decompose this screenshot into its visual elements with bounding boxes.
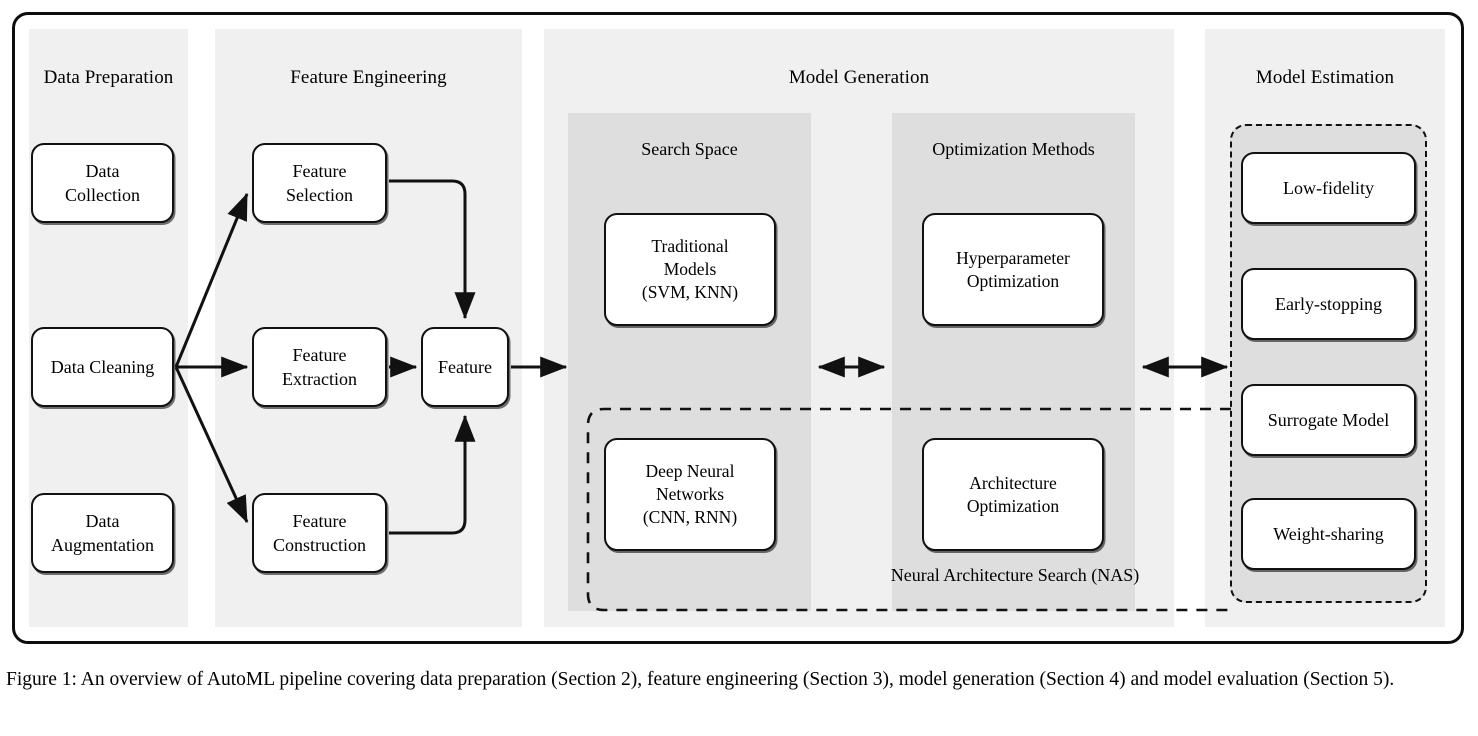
node-weight-sharing[interactable]: Weight-sharing <box>1241 498 1416 570</box>
node-feature[interactable]: Feature <box>421 327 509 407</box>
node-data-collection[interactable]: Data Collection <box>31 143 174 223</box>
node-traditional-models[interactable]: Traditional Models (SVM, KNN) <box>604 213 776 326</box>
node-label-surrogate-model: Surrogate Model <box>1267 410 1390 430</box>
sub-panel-title-search-space: Search Space <box>641 139 738 159</box>
node-label-feature-extraction: Feature Extraction <box>282 345 357 389</box>
nas-region-label: Neural Architecture Search (NAS) <box>890 565 1140 585</box>
node-feature-construction[interactable]: Feature Construction <box>252 493 387 573</box>
node-label-weight-sharing: Weight-sharing <box>1273 524 1384 544</box>
node-label-architecture-optimization: Architecture Optimization <box>966 472 1060 516</box>
node-early-stopping[interactable]: Early-stopping <box>1241 268 1416 340</box>
node-label-feature-selection: Feature Selection <box>286 161 353 205</box>
node-architecture-optimization[interactable]: Architecture Optimization <box>922 438 1104 551</box>
stage-title-model-generation: Model Generation <box>788 67 930 88</box>
sub-panel-title-optimization-methods: Optimization Methods <box>932 139 1095 159</box>
node-label-deep-neural-networks: Deep Neural Networks (CNN, RNN) <box>642 461 738 527</box>
node-label-hyperparameter-optimization: Hyperparameter Optimization <box>956 247 1070 291</box>
stage-title-data-preparation: Data Preparation <box>43 67 174 88</box>
node-surrogate-model[interactable]: Surrogate Model <box>1241 384 1416 456</box>
node-label-early-stopping: Early-stopping <box>1275 294 1382 314</box>
node-label-feature-construction: Feature Construction <box>273 511 366 555</box>
node-label-feature: Feature <box>438 357 492 377</box>
node-feature-extraction[interactable]: Feature Extraction <box>252 327 387 407</box>
node-deep-neural-networks[interactable]: Deep Neural Networks (CNN, RNN) <box>604 438 776 551</box>
node-hyperparameter-optimization[interactable]: Hyperparameter Optimization <box>922 213 1104 326</box>
node-label-data-augmentation: Data Augmentation <box>51 511 154 555</box>
node-label-low-fidelity: Low-fidelity <box>1283 178 1374 198</box>
node-data-augmentation[interactable]: Data Augmentation <box>31 493 174 573</box>
node-label-data-cleaning: Data Cleaning <box>50 357 155 377</box>
stage-title-feature-engineering: Feature Engineering <box>290 67 447 88</box>
node-data-cleaning[interactable]: Data Cleaning <box>31 327 174 407</box>
figure-caption: Figure 1: An overview of AutoML pipeline… <box>6 669 1395 690</box>
node-feature-selection[interactable]: Feature Selection <box>252 143 387 223</box>
node-label-data-collection: Data Collection <box>65 161 140 205</box>
stage-title-model-estimation: Model Estimation <box>1255 67 1395 88</box>
node-label-traditional-models: Traditional Models (SVM, KNN) <box>641 236 739 302</box>
node-low-fidelity[interactable]: Low-fidelity <box>1241 152 1416 224</box>
